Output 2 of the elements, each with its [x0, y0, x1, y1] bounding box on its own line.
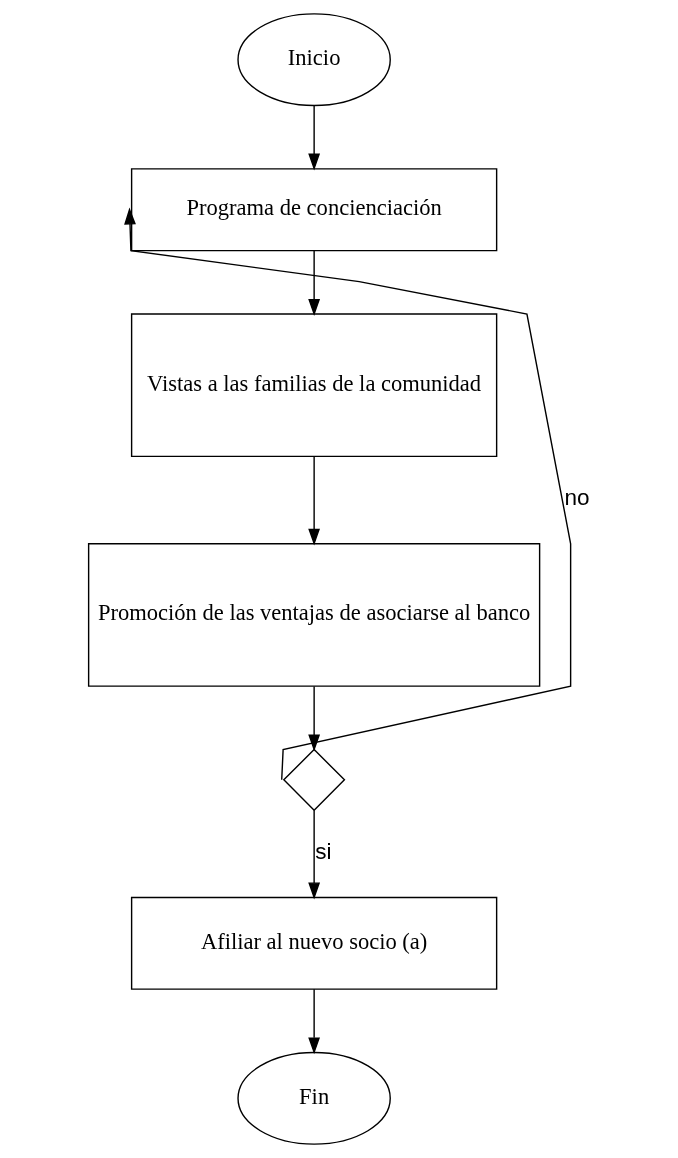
edge-label: no	[563, 485, 590, 511]
edge-label: si	[314, 839, 331, 865]
